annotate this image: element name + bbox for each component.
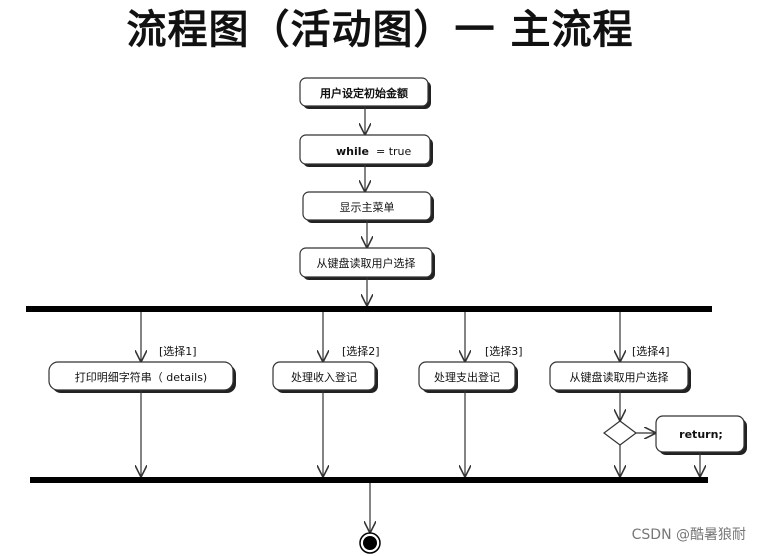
- node-process-expense: 处理支出登记: [418, 361, 518, 393]
- page-title: 流程图（活动图）一 主流程: [126, 7, 634, 53]
- node-return-label: return;: [679, 428, 723, 441]
- fork-bar: [26, 306, 712, 312]
- node-print-details: 打印明细字符串（ details): [48, 361, 236, 393]
- join-bar: [30, 477, 708, 483]
- guard-choice-2: [选择2]: [342, 344, 380, 358]
- decision-diamond: [603, 420, 637, 446]
- node-read-choice2-label: 从键盘读取用户选择: [570, 370, 669, 384]
- node-process-income-label: 处理收入登记: [291, 370, 357, 384]
- node-process-income: 处理收入登记: [272, 361, 378, 393]
- node-while-loop: while = true: [299, 134, 433, 167]
- node-return: return;: [655, 415, 747, 455]
- guard-choice-4: [选择4]: [632, 344, 670, 358]
- node-process-expense-label: 处理支出登记: [434, 370, 500, 384]
- guard-choice-3: [选择3]: [485, 344, 523, 358]
- node-read-user-choice-2: 从键盘读取用户选择: [549, 361, 691, 393]
- node-read-choice-label: 从键盘读取用户选择: [317, 256, 416, 270]
- node-print-details-label: 打印明细字符串（ details): [75, 370, 207, 384]
- node-read-user-choice: 从键盘读取用户选择: [299, 247, 435, 280]
- while-condition: = true: [376, 145, 412, 158]
- watermark: CSDN @酷暑狼耐: [631, 527, 746, 543]
- node-show-menu-label: 显示主菜单: [340, 201, 395, 214]
- final-node: [359, 532, 381, 554]
- node-set-initial-label: 用户设定初始金额: [320, 86, 408, 100]
- guard-choice-1: [选择1]: [159, 344, 197, 358]
- node-show-main-menu: 显示主菜单: [302, 191, 434, 223]
- while-keyword: while: [336, 145, 369, 158]
- node-set-initial-amount: 用户设定初始金额: [299, 77, 431, 109]
